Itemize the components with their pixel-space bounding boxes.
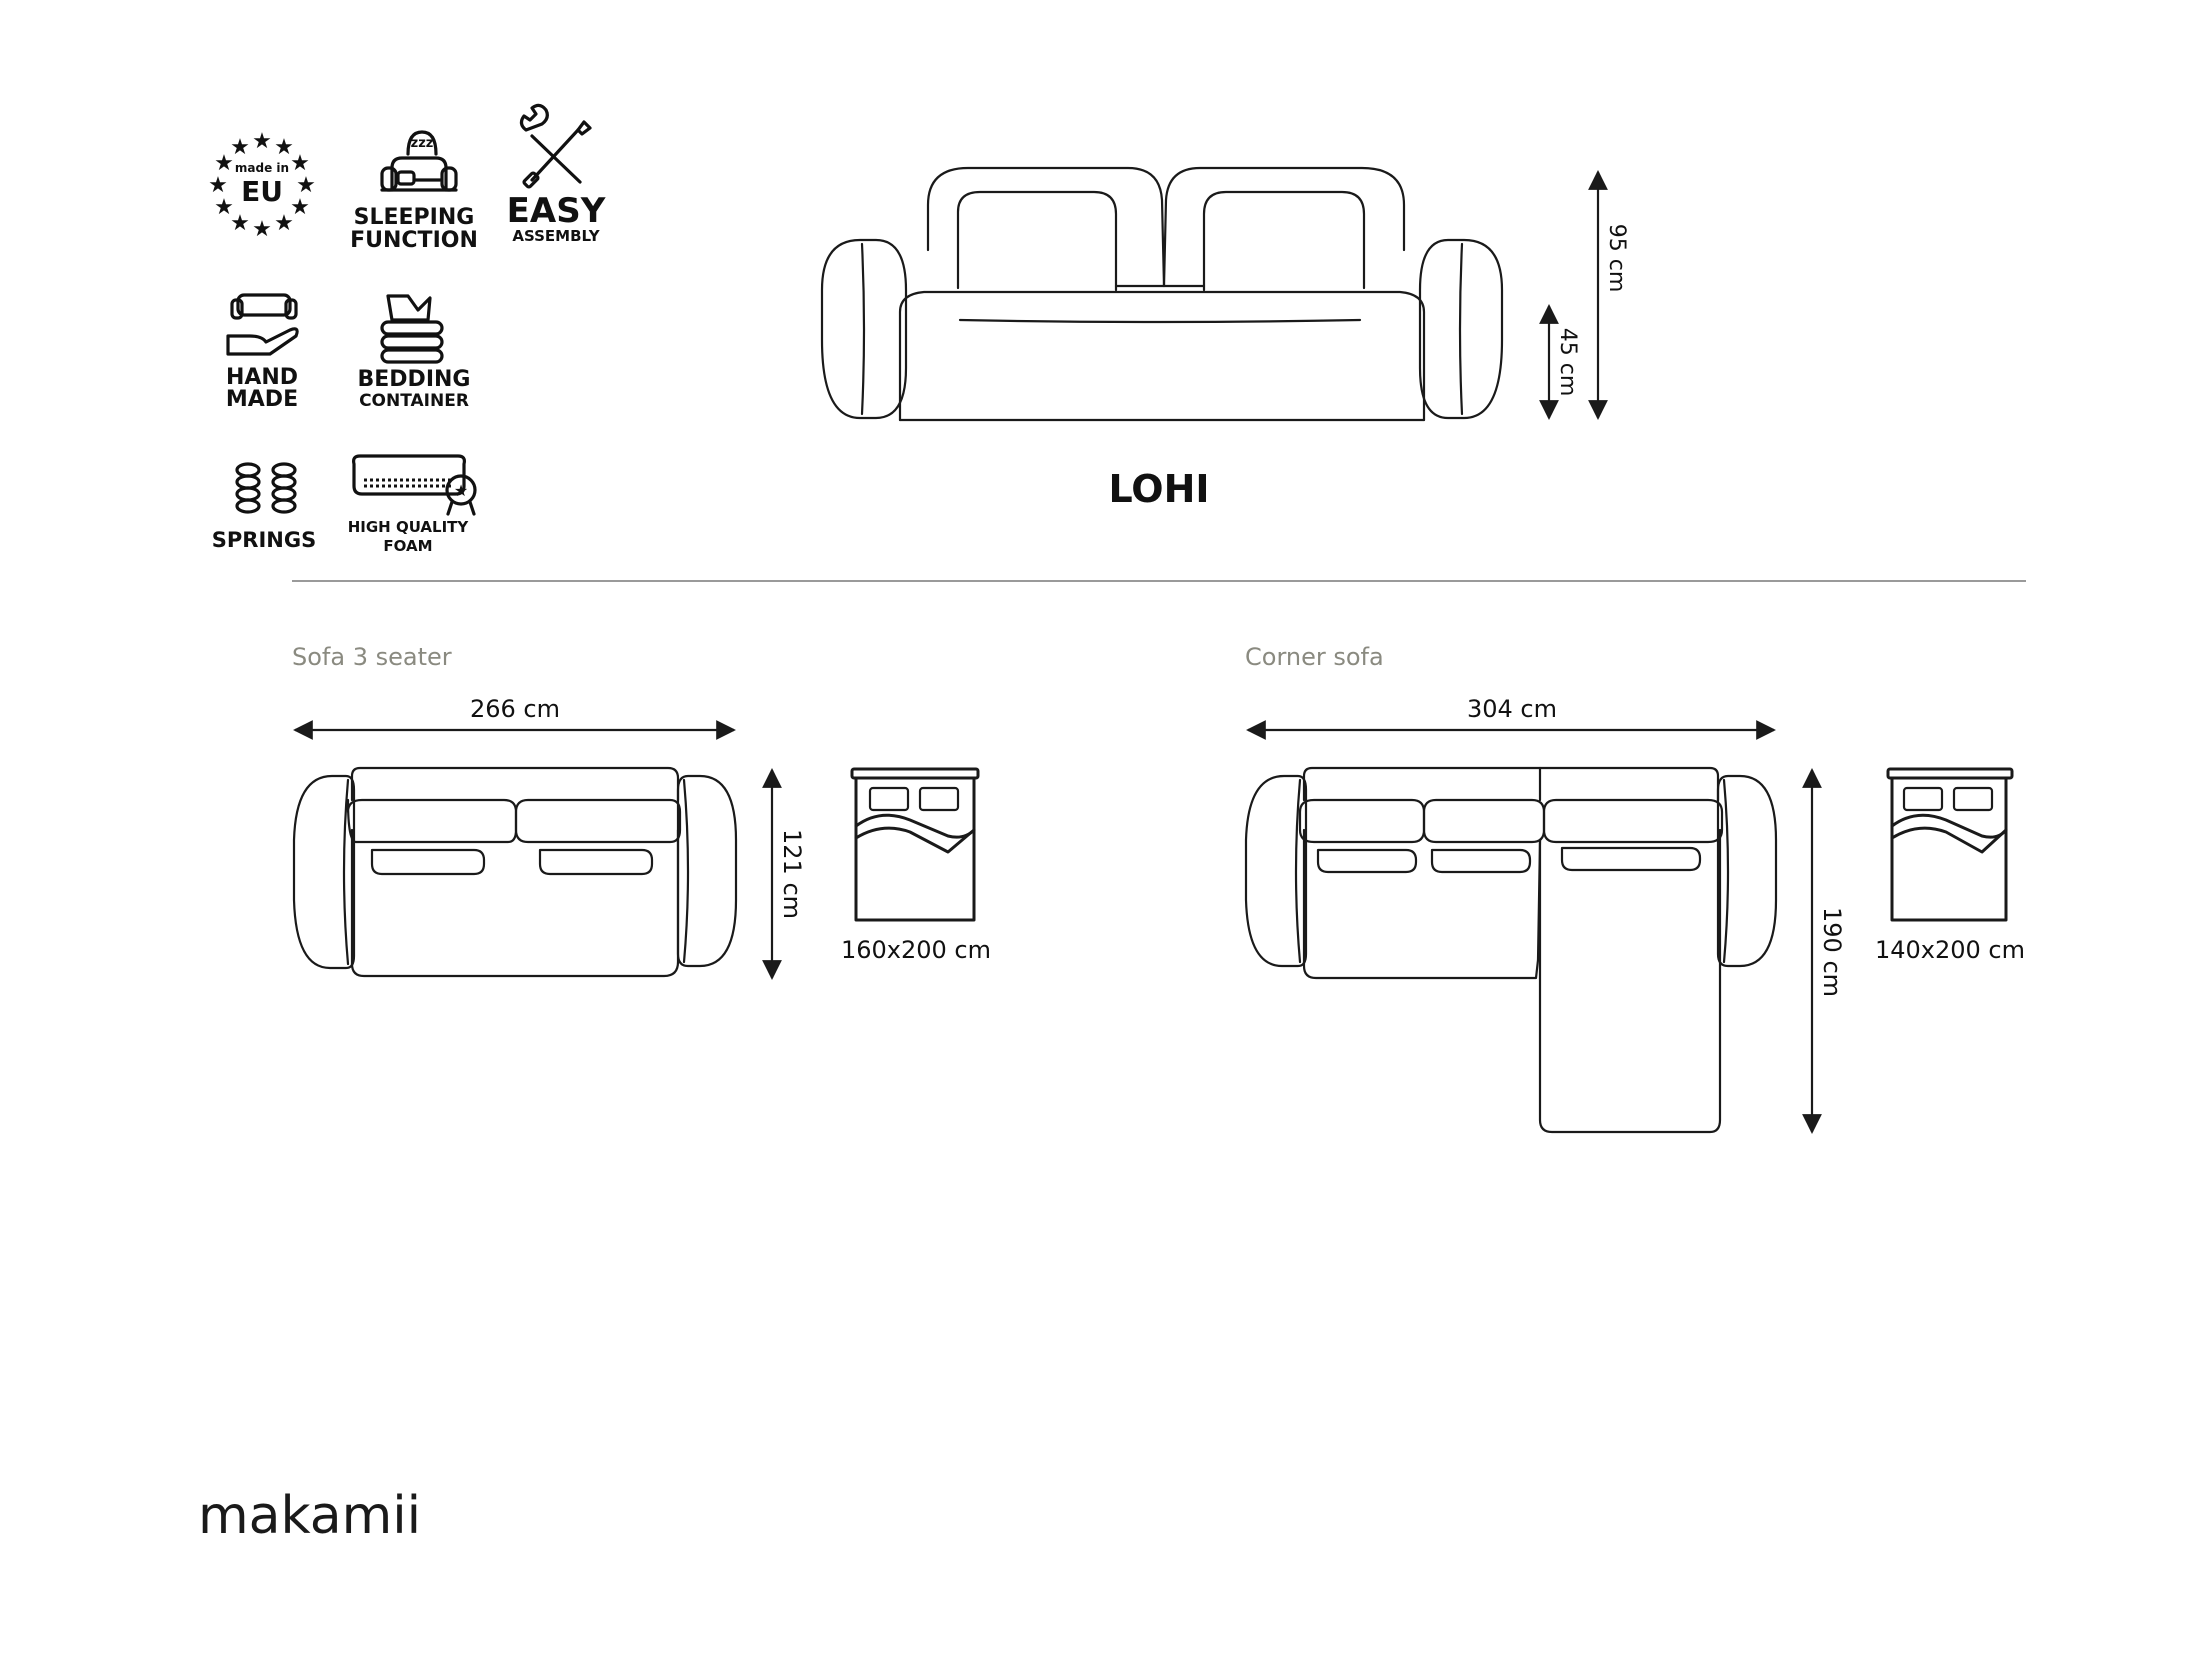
made-in-label: made in [235,161,289,175]
corner-sofa-top-view [1244,766,1778,1134]
sofa-front-view [820,166,1504,422]
assembly-label: ASSEMBLY [512,227,600,245]
sleeping-label-line2: FUNCTION [350,228,478,253]
svg-text:★: ★ [214,151,234,176]
bedding-container-icon [380,294,444,364]
svg-text:★: ★ [214,195,234,220]
sleeping-label-line1: SLEEPING [354,205,475,230]
made-in-eu-icon: ★ ★ ★ ★ ★ ★ ★ ★ ★ ★ ★ ★ made in EU [208,129,316,242]
corner-bed-icon [1886,767,2014,922]
svg-text:★: ★ [230,211,250,236]
svg-text:★: ★ [454,481,468,500]
svg-text:★: ★ [252,217,272,242]
corner-depth-label: 190 cm [1818,907,1846,997]
svg-text:★: ★ [230,135,250,160]
sofa3-depth-label: 121 cm [778,829,806,919]
springs-icon [235,462,297,514]
hand-label: HAND [226,365,298,390]
sofa3-top-view [292,766,738,978]
svg-text:★: ★ [274,211,294,236]
height-total-label: 95 cm [1604,224,1629,293]
corner-title: Corner sofa [1245,643,1384,671]
brand-logo: makamii [198,1486,421,1546]
svg-text:zzz: zzz [411,136,434,151]
height-seat-label: 45 cm [1555,328,1580,397]
eu-label: EU [241,175,283,208]
svg-text:★: ★ [290,151,310,176]
sleeping-function-icon: zzz [380,130,458,192]
svg-text:★: ★ [252,129,272,154]
easy-label: EASY [507,191,606,231]
wrench-screwdriver-icon [519,103,592,189]
foam-label-line1: HIGH QUALITY [348,518,470,536]
foam-icon: ★ [352,454,477,516]
svg-text:★: ★ [274,135,294,160]
container-label: CONTAINER [359,391,469,411]
made-label: MADE [226,387,298,412]
svg-text:★: ★ [290,195,310,220]
bedding-label: BEDDING [358,367,471,392]
svg-text:★: ★ [296,173,316,198]
springs-label: SPRINGS [212,528,316,552]
corner-bed-label: 140x200 cm [1875,936,2025,964]
hand-made-icon [226,293,299,356]
svg-text:★: ★ [208,173,228,198]
product-name: LOHI [1108,467,1209,511]
sofa3-bed-icon [850,767,980,922]
sofa3-bed-label: 160x200 cm [841,936,991,964]
sofa3-width-label: 266 cm [470,695,560,723]
sofa3-title: Sofa 3 seater [292,643,452,671]
foam-label-line2: FOAM [383,537,432,555]
corner-width-label: 304 cm [1467,695,1557,723]
